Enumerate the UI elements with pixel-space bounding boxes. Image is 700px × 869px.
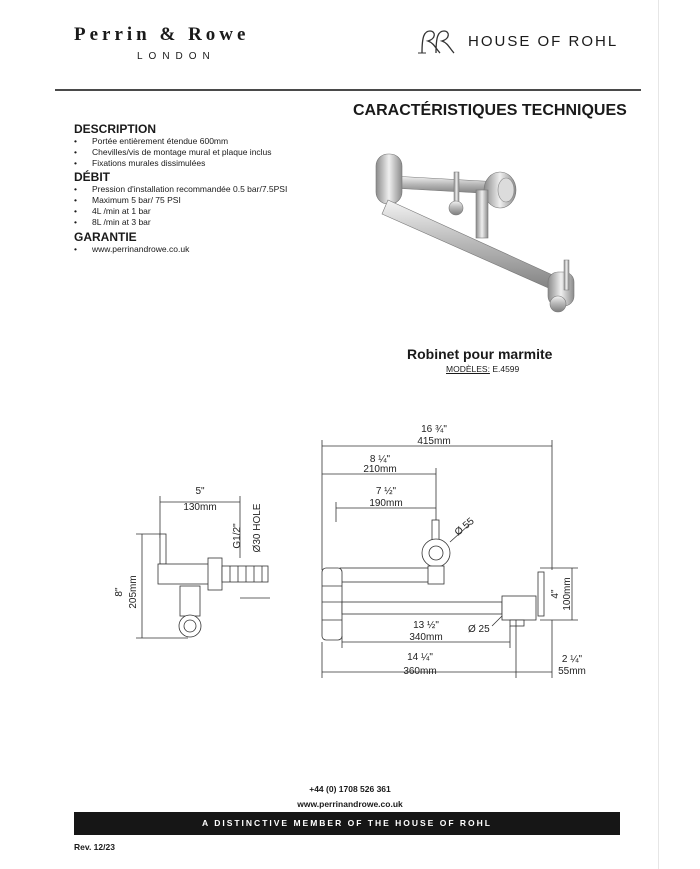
dim-label: 130mm	[183, 502, 216, 513]
list-item: •8L /min at 3 bar	[74, 216, 151, 227]
list-item: •Maximum 5 bar/ 75 PSI	[74, 195, 181, 206]
product-name: Robinet pour marmite	[407, 346, 553, 362]
dim-label: 7 ½"	[376, 486, 397, 497]
section-heading: DÉBIT	[74, 170, 110, 185]
contact-phone: +44 (0) 1708 526 361	[309, 784, 391, 794]
brand-logo-perrin-rowe: Perrin & Rowe	[74, 24, 250, 45]
dim-label: 14 ¼"	[407, 651, 433, 663]
list-item: •Chevilles/vis de montage mural et plaqu…	[74, 146, 272, 157]
dim-label: Ø 55	[453, 516, 477, 539]
model-number: MODÈLES: E.4599	[446, 364, 519, 374]
section-heading: GARANTIE	[74, 229, 137, 244]
dim-label: 415mm	[417, 436, 450, 447]
product-image	[375, 153, 575, 313]
dim-label: G1/2"	[232, 523, 243, 549]
dim-label: 340mm	[409, 632, 442, 643]
section-heading: DESCRIPTION	[74, 122, 157, 136]
rohl-monogram-icon	[418, 30, 455, 54]
list-item: •Fixations murales dissimulées	[74, 157, 206, 168]
dim-label: 55mm	[558, 666, 586, 677]
spec-section-flow: DÉBIT •Pression d'installation recommand…	[74, 170, 374, 227]
dim-label: 16 ¾"	[421, 424, 447, 435]
list-item: •www.perrinandrowe.co.uk	[74, 243, 190, 254]
dim-label: Ø30 HOLE	[252, 503, 263, 552]
list-item: •4L /min at 1 bar	[74, 205, 151, 216]
brand-logo-subtitle: LONDON	[137, 51, 216, 62]
page-title: CARACTÉRISTIQUES TECHNIQUES	[353, 102, 627, 119]
front-view	[321, 440, 578, 678]
specifications: DESCRIPTION •Portée entièrement étendue …	[74, 122, 374, 256]
dim-label: 2 ¼"	[562, 653, 583, 665]
dim-label: 8 ¼"	[370, 453, 391, 465]
dim-label: 210mm	[363, 464, 396, 475]
spec-section-description: DESCRIPTION •Portée entièrement étendue …	[74, 122, 374, 168]
list-item: •Portée entièrement étendue 600mm	[74, 136, 229, 146]
brand-logo-house-of-rohl: HOUSE OF ROHL	[468, 33, 619, 50]
dim-label: 100mm	[562, 577, 573, 610]
spec-section-warranty: GARANTIE •www.perrinandrowe.co.uk	[74, 230, 374, 255]
dim-label: 205mm	[128, 575, 139, 608]
list-item: •Pression d'installation recommandée 0.5…	[74, 184, 288, 195]
dim-label: 190mm	[369, 498, 402, 509]
dim-label: Ø 25	[468, 624, 490, 635]
dim-label: 360mm	[403, 666, 436, 677]
dim-label: 5"	[195, 486, 205, 497]
side-view	[136, 496, 270, 639]
page-edge	[658, 0, 659, 869]
dim-label: 8"	[114, 587, 125, 597]
models-label: MODÈLES:	[446, 364, 490, 374]
dim-label: 13 ½"	[413, 620, 439, 631]
models-value: E.4599	[492, 364, 520, 374]
footer-banner: A DISTINCTIVE MEMBER OF THE HOUSE OF ROH…	[74, 812, 620, 835]
header-divider	[55, 89, 641, 91]
revision-label: Rev. 12/23	[74, 842, 115, 852]
dim-label: 4"	[550, 589, 561, 599]
contact-website: www.perrinandrowe.co.uk	[297, 799, 403, 809]
technical-drawing: 5" 130mm 8" 205mm G1/2" Ø30 HOLE 16 ¾" 4…	[114, 424, 586, 678]
